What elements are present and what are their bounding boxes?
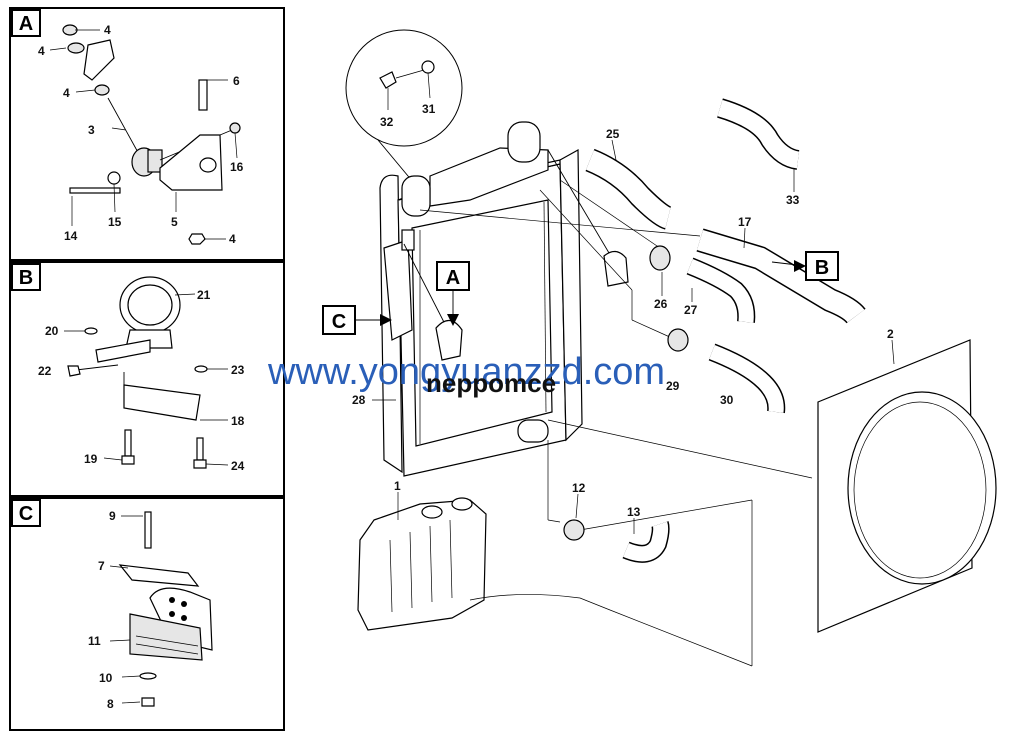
detail-panel-c: C 9 7 11 10 8 [9, 497, 285, 731]
part-label-8: 8 [107, 697, 114, 711]
part-label-11: 11 [88, 634, 101, 648]
callout-c-letter: C [332, 311, 346, 333]
part-label-22: 22 [38, 364, 52, 378]
callout-b[interactable]: B [794, 251, 839, 281]
part-label-14: 14 [64, 229, 78, 243]
part-label-4b: 4 [38, 44, 45, 58]
part-label-31: 31 [422, 102, 436, 116]
main-assembly: 32 31 2 [345, 29, 997, 667]
watermark-text: www.yongyuanzzd.com [267, 351, 665, 393]
part-label-12: 12 [572, 481, 586, 495]
part-label-20: 20 [45, 324, 59, 338]
part-label-19: 19 [84, 452, 98, 466]
part-label-1: 1 [394, 479, 401, 493]
expansion-tank: 1 [357, 479, 753, 667]
fan-shroud: 2 [817, 327, 997, 633]
part-label-6: 6 [233, 74, 240, 88]
part-label-13: 13 [627, 505, 641, 519]
detail-panel-a: A 4 [9, 7, 285, 261]
part-label-25: 25 [606, 127, 620, 141]
part-label-4a: 4 [104, 23, 111, 37]
callout-b-letter: B [815, 257, 829, 279]
part-label-29: 29 [666, 379, 680, 393]
part-label-33: 33 [786, 193, 800, 207]
part-label-2: 2 [887, 327, 894, 341]
panel-b-letter: B [19, 267, 33, 289]
panel-c-parts [109, 511, 213, 707]
part-label-32: 32 [380, 115, 394, 129]
part-label-23: 23 [231, 363, 245, 377]
part-label-21: 21 [197, 288, 211, 302]
part-label-28: 28 [352, 393, 366, 407]
part-label-30: 30 [720, 393, 734, 407]
callout-a[interactable]: A [436, 261, 470, 326]
part-label-16: 16 [230, 160, 244, 174]
watermark-overlay: neppomce [426, 368, 556, 398]
part-label-18: 18 [231, 414, 245, 428]
part-label-26: 26 [654, 297, 668, 311]
part-label-5: 5 [171, 215, 178, 229]
part-label-15: 15 [108, 215, 122, 229]
panel-b-parts [64, 276, 229, 469]
detail-panel-b: B 21 20 22 23 18 19 2 [9, 261, 285, 497]
part-label-10: 10 [99, 671, 113, 685]
panel-a-parts [49, 24, 241, 245]
callout-c[interactable]: C [322, 305, 392, 335]
part-label-4d: 4 [229, 232, 236, 246]
callout-a-letter: A [446, 267, 460, 289]
part-label-17: 17 [738, 215, 752, 229]
part-label-24: 24 [231, 459, 245, 473]
panel-a-letter: A [19, 13, 33, 35]
part-label-4c: 4 [63, 86, 70, 100]
part-label-27: 27 [684, 303, 698, 317]
part-label-3: 3 [88, 123, 95, 137]
part-label-9: 9 [109, 509, 116, 523]
radiator-frame [379, 121, 583, 477]
part-label-7: 7 [98, 559, 105, 573]
panel-c-letter: C [19, 503, 33, 525]
